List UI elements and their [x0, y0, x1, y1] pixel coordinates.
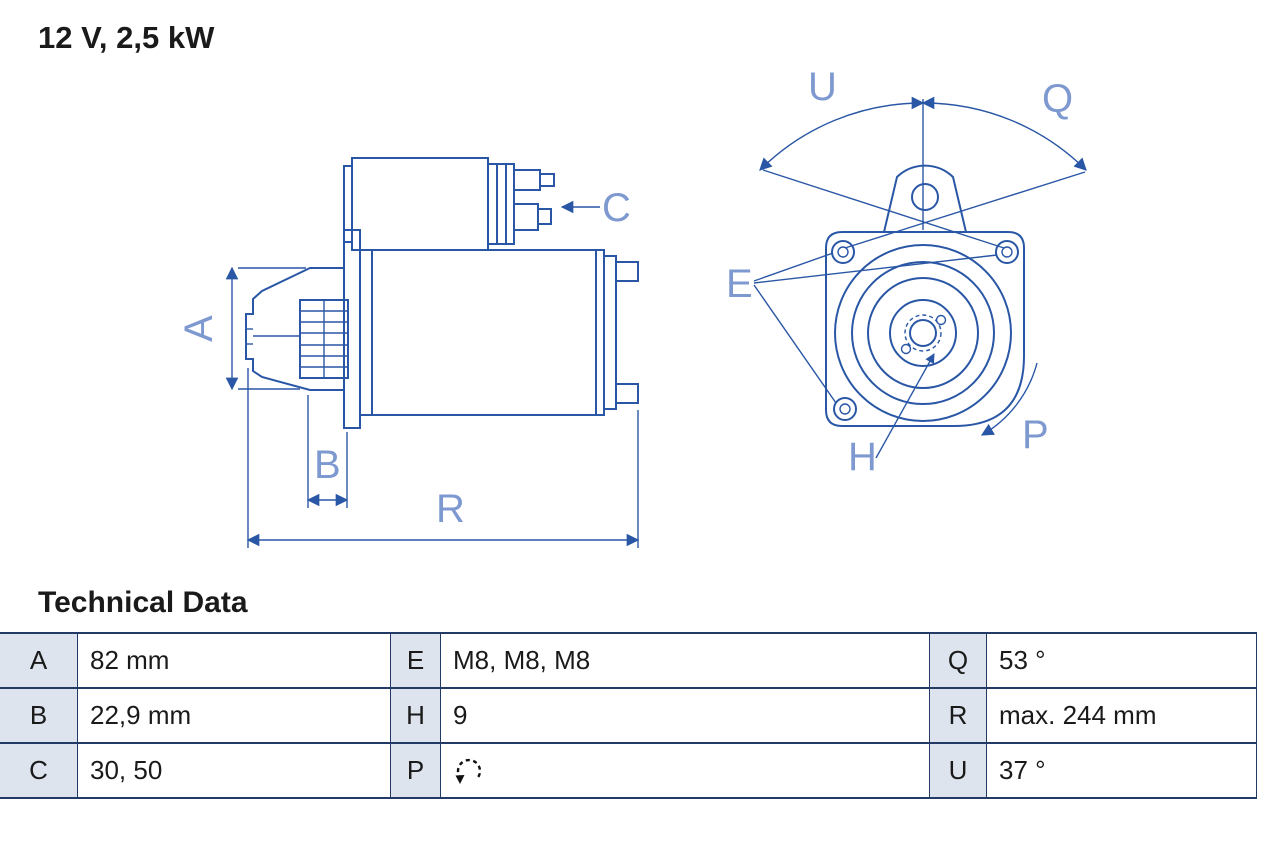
spec-value-r: max. 244 mm — [987, 689, 1257, 744]
ear-hole — [911, 183, 939, 211]
spec-value-c: 30, 50 — [78, 744, 391, 799]
label-e: E — [726, 262, 753, 306]
pinion-splines — [299, 299, 349, 379]
dimension-b: B — [306, 395, 349, 508]
dimension-r: R — [246, 368, 640, 548]
technical-drawing: A B R C — [177, 65, 1087, 548]
spec-value-q: 53 ° — [987, 634, 1257, 689]
front-flange — [825, 231, 1025, 427]
spec-key-c: C — [0, 744, 78, 799]
label-u: U — [808, 65, 837, 109]
spec-value-h: 9 — [441, 689, 930, 744]
spec-value-b: 22,9 mm — [78, 689, 391, 744]
spec-key-a: A — [0, 634, 78, 689]
end-plate — [603, 255, 617, 410]
dimension-e: E — [726, 252, 998, 404]
spec-key-p: P — [391, 744, 441, 799]
body-circles — [834, 244, 1012, 422]
solenoid-body — [351, 157, 489, 251]
label-c: C — [602, 186, 631, 230]
spec-key-b: B — [0, 689, 78, 744]
terminal-upper — [513, 169, 541, 191]
spec-value-a: 82 mm — [78, 634, 391, 689]
label-a: A — [177, 315, 221, 342]
motor-body — [359, 249, 605, 416]
rotation-ccw-icon — [455, 758, 482, 784]
terminal-lower — [513, 203, 539, 231]
dimension-h: H — [848, 353, 935, 479]
label-h: H — [848, 435, 877, 479]
solenoid-cap — [487, 163, 515, 245]
flange — [343, 229, 361, 429]
dimension-c: C — [560, 186, 631, 230]
shaft-gear — [909, 319, 937, 347]
page-title: 12 V, 2,5 kW — [38, 20, 215, 55]
spec-value-u: 37 ° — [987, 744, 1257, 799]
label-p: P — [1022, 413, 1049, 457]
label-r: R — [436, 487, 465, 531]
drive-housing — [245, 267, 344, 391]
dimension-p: P — [980, 362, 1049, 457]
spec-value-p — [441, 744, 930, 799]
spec-key-h: H — [391, 689, 441, 744]
spec-key-u: U — [930, 744, 987, 799]
spec-key-e: E — [391, 634, 441, 689]
spec-key-r: R — [930, 689, 987, 744]
spec-value-e: M8, M8, M8 — [441, 634, 930, 689]
label-b: B — [314, 443, 341, 487]
label-q: Q — [1042, 77, 1073, 121]
spec-key-q: Q — [930, 634, 987, 689]
starter-side-view: A B R C — [177, 157, 640, 548]
dimension-a: A — [177, 266, 306, 391]
section-heading: Technical Data — [38, 586, 248, 619]
angle-dimensions: U Q — [759, 65, 1087, 249]
starter-front-view: E U Q P H — [726, 65, 1087, 479]
bolt-holes — [831, 240, 1019, 421]
technical-data-table: A 82 mm E M8, M8, M8 Q 53 ° B 22,9 mm H … — [0, 632, 1257, 799]
